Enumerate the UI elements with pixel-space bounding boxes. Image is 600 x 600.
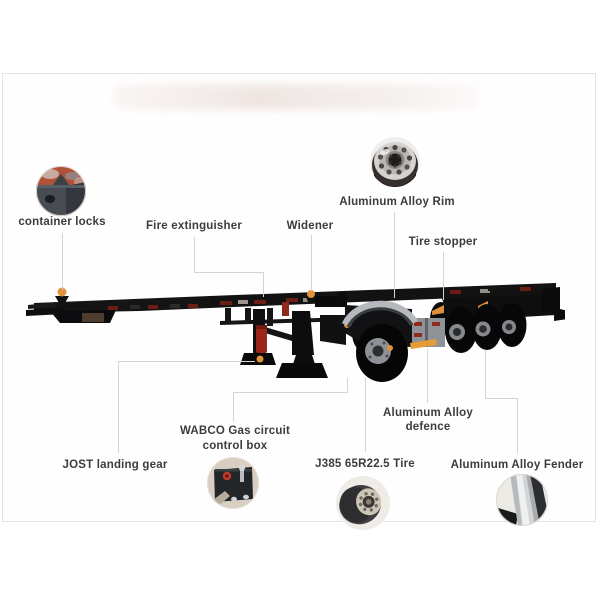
tire-stopper-marker <box>432 305 444 315</box>
callout-line-defence <box>427 349 428 403</box>
callout-line-jost-h <box>118 361 255 362</box>
wabco-box-photo <box>207 457 259 509</box>
label-widener: Widener <box>286 220 334 232</box>
fire-extinguisher-cylinder <box>256 329 267 353</box>
callout-line-widener <box>311 235 312 291</box>
label-wabco-box: WABCO Gas circuit control box <box>179 425 291 452</box>
label-aluminum-alloy-fender: Aluminum Alloy Fender <box>450 459 584 471</box>
faint-watermark <box>113 84 481 110</box>
defence-bar <box>410 339 437 349</box>
callout-line-wabco-v1 <box>347 378 348 392</box>
tire-photo <box>336 476 390 530</box>
label-fire-extinguisher: Fire extinguisher <box>145 220 243 232</box>
callout-line-fire-extinguisher-v1 <box>194 237 195 272</box>
label-tire-stopper: Tire stopper <box>408 236 478 248</box>
callout-line-tire-stopper <box>443 252 444 300</box>
callout-line-wabco-v2 <box>233 392 234 422</box>
callout-line-fire-extinguisher-h <box>194 272 264 273</box>
front-wheel <box>356 324 408 382</box>
trailer-illustration <box>26 283 565 382</box>
widener-marker <box>306 290 316 302</box>
rear-bumper <box>542 287 565 321</box>
landing-gear <box>240 309 328 378</box>
label-tire: J385 65R22.5 Tire <box>315 458 415 470</box>
gooseneck-beam <box>34 296 210 314</box>
wheel-fender <box>341 300 418 328</box>
callout-line-container-locks <box>62 233 63 290</box>
aluminum-alloy-fender-photo <box>496 474 548 526</box>
aluminum-alloy-rim-photo <box>370 137 420 187</box>
label-jost-landing-gear: JOST landing gear <box>62 459 168 471</box>
callout-line-tire <box>365 378 366 452</box>
label-aluminum-alloy-defence: Aluminum Alloy defence <box>383 407 473 433</box>
label-aluminum-alloy-rim: Aluminum Alloy Rim <box>339 196 455 208</box>
callout-line-jost-v <box>118 361 119 453</box>
callout-line-fender-v1 <box>485 350 486 398</box>
callout-line-fire-extinguisher-v2 <box>263 272 264 297</box>
callout-line-fender-h <box>485 398 518 399</box>
rear-wheels <box>445 303 527 353</box>
container-lock-marker <box>55 287 69 303</box>
callout-line-fender-v2 <box>517 398 518 453</box>
container-locks-photo <box>36 166 86 216</box>
label-container-locks: container locks <box>18 216 106 228</box>
callout-line-wabco-h <box>233 392 348 393</box>
callout-line-rim <box>394 212 395 298</box>
